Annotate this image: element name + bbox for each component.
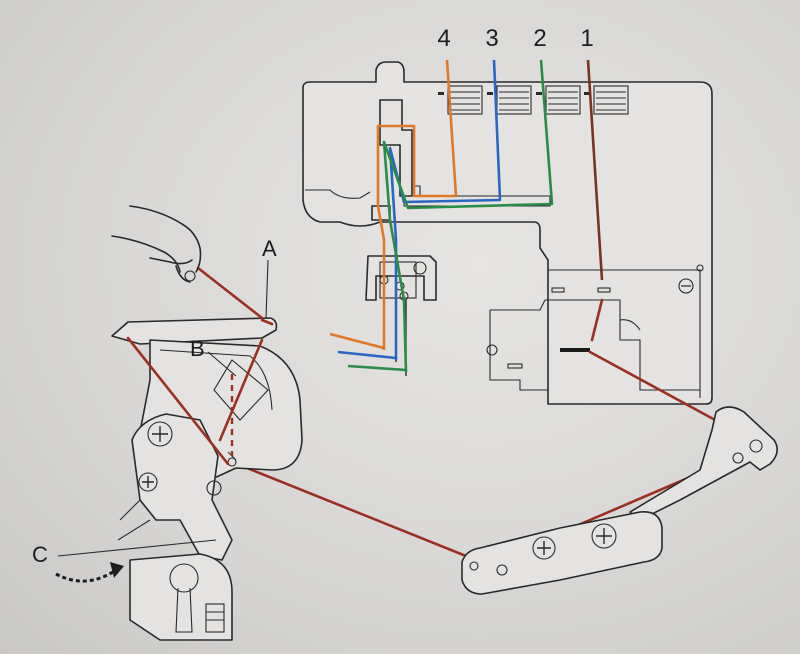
callout-a-label: A: [262, 236, 277, 261]
machine-head: [302, 61, 713, 405]
curved-arrow-icon: [55, 562, 124, 583]
callouts: A B C: [32, 236, 277, 567]
thread-labels: 4 3 2 1: [437, 25, 593, 52]
callout-b-label: B: [190, 336, 205, 361]
needle-assembly: [365, 205, 437, 376]
right-thread-guide: [629, 406, 778, 521]
lower-bracket: [461, 511, 663, 595]
base-cover: [486, 299, 700, 391]
thread-label-3: 3: [485, 25, 498, 52]
thread-2-green: [347, 59, 554, 373]
hand-icon: [111, 205, 202, 283]
thread-label-4: 4: [437, 25, 450, 52]
callout-c-label: C: [32, 542, 48, 567]
thread-4-orange: [329, 59, 458, 350]
thread-label-2: 2: [533, 25, 546, 52]
looper-mechanism: [111, 317, 303, 641]
thread-label-1: 1: [580, 25, 593, 52]
tension-dials: [438, 85, 629, 115]
left-looper-thread: [126, 266, 274, 466]
thread-1-brown: [586, 59, 604, 342]
